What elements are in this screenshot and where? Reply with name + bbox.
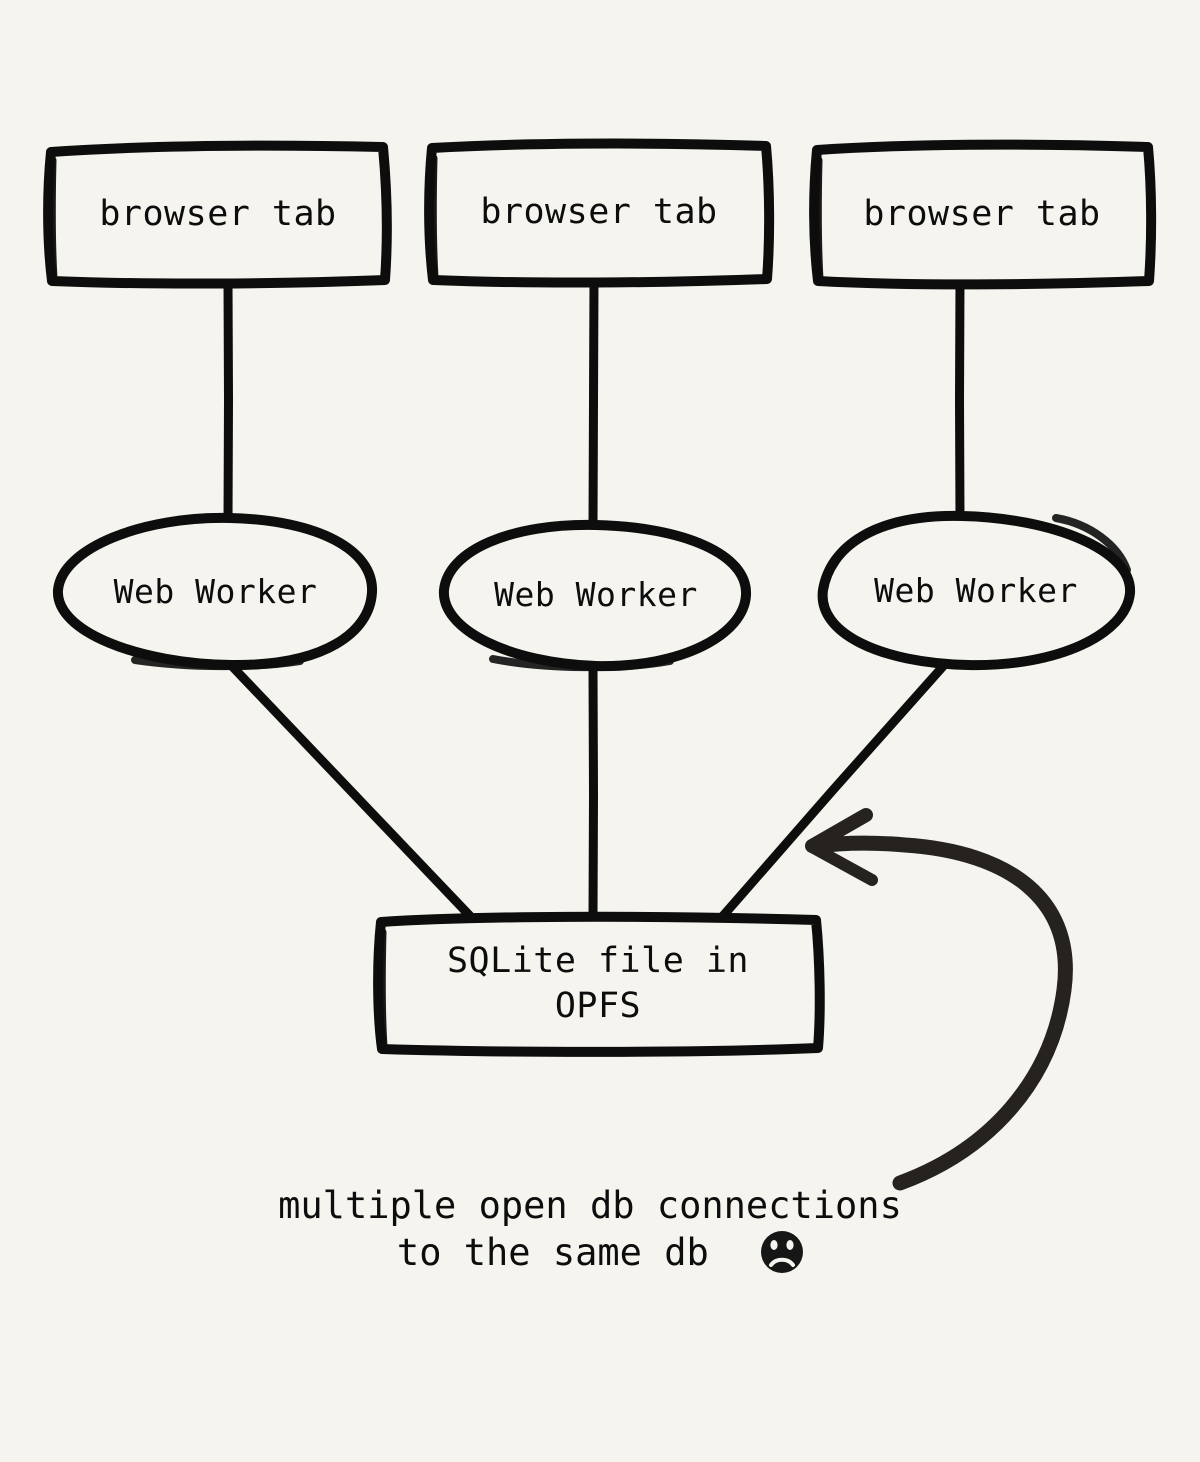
node-database[interactable] — [373, 911, 825, 1057]
annotation-arrow — [805, 808, 1073, 1191]
edge-tab1-worker1 — [223, 276, 234, 526]
node-worker-1[interactable] — [53, 512, 378, 671]
edge-worker2-database — [588, 662, 599, 923]
node-tab-2[interactable] — [424, 138, 775, 288]
frowning-face-icon — [761, 1231, 803, 1273]
annotation-line-1: multiple open db connections — [278, 1184, 902, 1227]
node-tab-1[interactable] — [43, 140, 392, 289]
node-worker-2[interactable] — [438, 519, 752, 672]
annotation-caption: multiple open db connections to the same… — [180, 1182, 1000, 1277]
annotation-line-2-wrap: to the same db — [180, 1229, 1000, 1276]
edge-worker1-database — [224, 658, 476, 922]
node-worker-3[interactable] — [817, 510, 1135, 671]
annotation-line-2: to the same db — [396, 1231, 709, 1275]
edge-tab2-worker2 — [588, 275, 599, 532]
edge-worker3-database — [717, 658, 951, 922]
edge-tab3-worker3 — [954, 276, 965, 525]
node-tab-3[interactable] — [809, 139, 1157, 290]
